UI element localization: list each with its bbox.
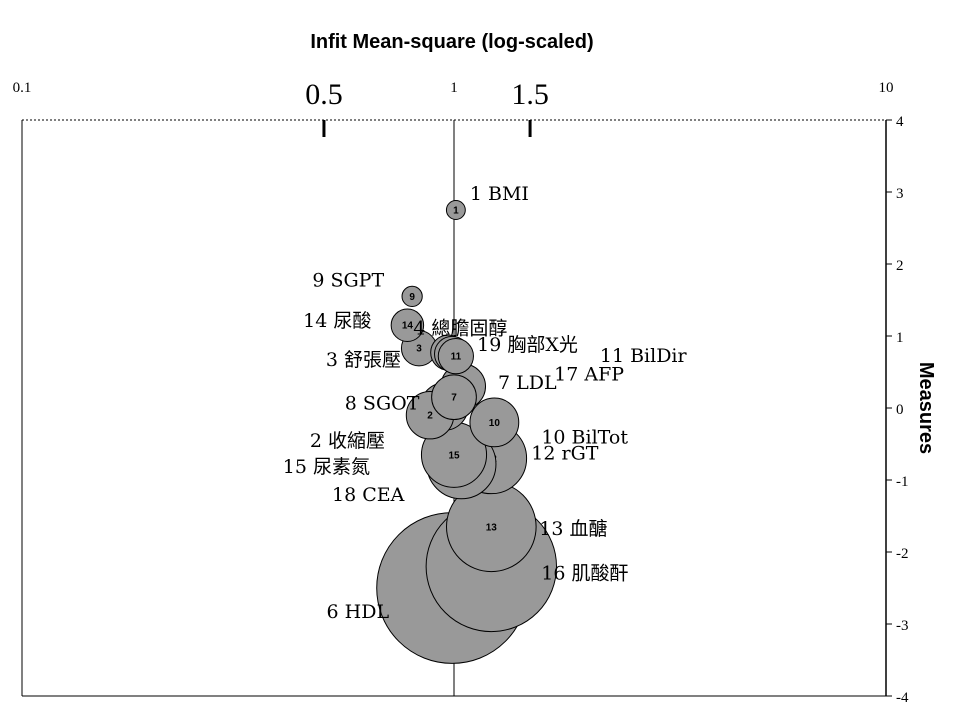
item-label-8: 8 SGOT bbox=[345, 393, 420, 415]
x-tick-label: 1 bbox=[450, 80, 458, 96]
item-label-17: 17 AFP bbox=[554, 363, 624, 385]
item-label-18: 18 CEA bbox=[332, 484, 405, 506]
item-label-14: 14 尿酸 bbox=[303, 310, 371, 332]
y-tick-label: 3 bbox=[896, 186, 904, 202]
item-label-3: 3 舒張壓 bbox=[326, 349, 401, 371]
y-tick-label: 2 bbox=[896, 258, 904, 274]
bubble-number-13: 13 bbox=[486, 522, 498, 533]
item-label-12: 12 rGT bbox=[531, 442, 598, 464]
bubble-number-14: 14 bbox=[402, 321, 414, 332]
y-tick-label: -2 bbox=[896, 546, 909, 562]
y-tick-label: -4 bbox=[896, 690, 909, 706]
x-reference-label: 1.5 bbox=[511, 78, 549, 111]
item-label-15: 15 尿素氮 bbox=[283, 456, 370, 478]
item-label-1: 1 BMI bbox=[470, 183, 529, 205]
bubble-number-1: 1 bbox=[453, 206, 459, 217]
bubble-item-10 bbox=[469, 397, 520, 448]
x-tick-label: 0.1 bbox=[13, 80, 32, 96]
item-label-7: 7 LDL bbox=[498, 372, 557, 394]
item-label-4: 4 總膽固醇 bbox=[413, 318, 507, 340]
bubble-item-1 bbox=[445, 200, 466, 220]
bubble-item-11 bbox=[437, 338, 474, 375]
y-tick-label: 0 bbox=[896, 402, 904, 418]
item-label-6: 6 HDL bbox=[327, 601, 390, 623]
x-tick-label: 10 bbox=[879, 80, 894, 96]
item-label-19: 19 胸部X光 bbox=[477, 334, 578, 356]
bubble-number-15: 15 bbox=[448, 450, 460, 461]
bubble-number-7: 7 bbox=[451, 393, 457, 404]
bubble-item-9 bbox=[401, 285, 423, 308]
y-tick-label: 4 bbox=[896, 114, 904, 130]
item-label-10: 10 BilTot bbox=[541, 426, 628, 448]
bubble-item-14 bbox=[390, 308, 425, 342]
chart-title: Infit Mean-square (log-scaled) bbox=[310, 31, 593, 53]
y-tick-label: -3 bbox=[896, 618, 909, 634]
bubble-number-2: 2 bbox=[427, 411, 433, 422]
item-label-2: 2 收縮壓 bbox=[310, 430, 385, 452]
bubble-number-11: 11 bbox=[451, 352, 462, 363]
bubble-number-10: 10 bbox=[489, 418, 501, 429]
item-label-16: 16 肌酸酐 bbox=[541, 562, 628, 584]
bubbles-layer: 6161312181510821773419111491 bbox=[376, 200, 558, 664]
y-axis-title: Measures bbox=[915, 362, 937, 454]
y-tick-label: -1 bbox=[896, 474, 909, 490]
item-label-9: 9 SGPT bbox=[312, 269, 384, 291]
y-tick-label: 1 bbox=[896, 330, 904, 346]
bubble-number-9: 9 bbox=[409, 292, 415, 303]
item-label-11: 11 BilDir bbox=[600, 345, 688, 367]
item-label-13: 13 血醣 bbox=[539, 518, 607, 540]
x-reference-label: 0.5 bbox=[305, 78, 343, 111]
bubble-item-7 bbox=[431, 374, 477, 421]
bubble-number-3: 3 bbox=[416, 344, 422, 355]
